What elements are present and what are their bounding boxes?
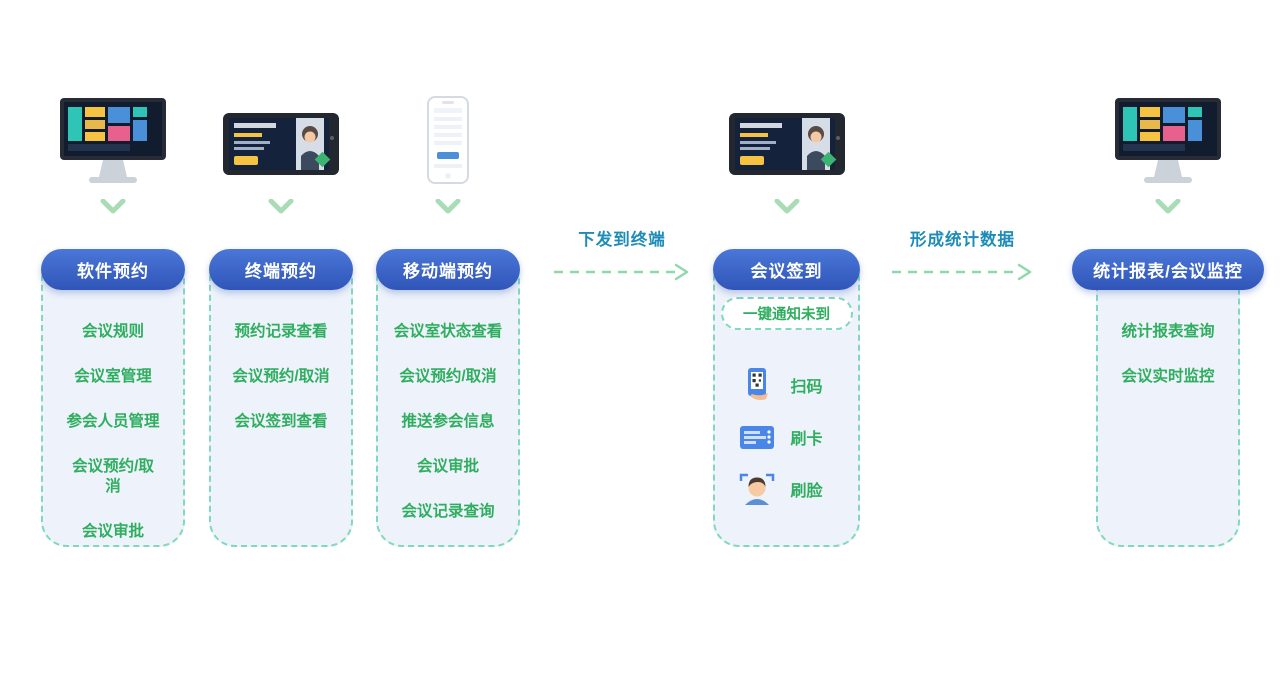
- dashed-arrow-right-icon: [552, 263, 692, 285]
- column-software-booking: 软件预约 会议规则 会议室管理 参会人员管理 会议预约/取消 会议审批: [41, 93, 185, 547]
- card-swipe-icon: [737, 422, 777, 452]
- terminal-booking-header: 终端预约: [209, 249, 353, 290]
- arrow-down-icon: [435, 198, 461, 222]
- list-item: 统计报表查询: [1121, 323, 1215, 340]
- software-booking-panel: [41, 253, 185, 547]
- list-item: 会议实时监控: [1121, 368, 1215, 385]
- statistics-items: 统计报表查询 会议实时监控: [1096, 322, 1240, 387]
- list-item: 会议签到查看: [234, 413, 328, 430]
- checkin-method-card: 刷卡: [737, 415, 837, 459]
- qr-scan-icon: [737, 367, 777, 403]
- notify-absent-badge: 一键通知未到: [720, 297, 853, 330]
- flow-arrow-to-statistics: 形成统计数据: [890, 226, 1035, 286]
- statistics-header: 统计报表/会议监控: [1072, 249, 1264, 290]
- statistics-panel: [1096, 253, 1240, 547]
- arrow-down-icon: [268, 198, 294, 222]
- checkin-method-label: 刷脸: [790, 483, 823, 500]
- face-scan-icon: [737, 472, 777, 506]
- column-meeting-checkin: 会议签到 一键通知未到 扫码: [713, 93, 860, 547]
- flow-arrow-label: 下发到终端: [578, 231, 666, 249]
- terminal-booking-panel: [209, 253, 353, 547]
- checkin-method-scan: 扫码: [737, 363, 837, 407]
- list-item: 推送参会信息: [401, 413, 495, 430]
- checkin-method-label: 扫码: [790, 379, 823, 396]
- desktop-monitor-icon: [1114, 97, 1222, 194]
- terminal-tablet-icon: [728, 112, 846, 181]
- mobile-phone-icon: [427, 96, 469, 189]
- software-booking-items: 会议规则 会议室管理 参会人员管理 会议预约/取消 会议审批: [41, 322, 185, 542]
- checkin-method-label: 刷卡: [790, 431, 823, 448]
- arrow-down-icon: [1155, 198, 1181, 222]
- column-statistics-monitoring: 统计报表/会议监控 统计报表查询 会议实时监控: [1072, 93, 1264, 547]
- dashed-arrow-right-icon: [890, 263, 1035, 285]
- flow-arrow-label: 形成统计数据: [910, 231, 1015, 249]
- list-item: 参会人员管理: [66, 413, 160, 430]
- list-item: 会议规则: [81, 323, 144, 340]
- mobile-booking-items: 会议室状态查看 会议预约/取消 推送参会信息 会议审批 会议记录查询: [376, 322, 520, 522]
- arrow-down-icon: [774, 198, 800, 222]
- list-item: 会议审批: [416, 458, 479, 475]
- desktop-monitor-icon: [59, 97, 167, 194]
- checkin-methods: 扫码 刷卡: [713, 363, 860, 511]
- list-item: 预约记录查看: [234, 323, 328, 340]
- terminal-booking-items: 预约记录查看 会议预约/取消 会议签到查看: [209, 322, 353, 432]
- list-item: 会议室状态查看: [393, 323, 503, 340]
- arrow-down-icon: [100, 198, 126, 222]
- list-item: 会议记录查询: [401, 503, 495, 520]
- flow-arrow-to-terminal: 下发到终端: [552, 226, 692, 286]
- software-booking-header: 软件预约: [41, 249, 185, 290]
- mobile-booking-header: 移动端预约: [376, 249, 520, 290]
- checkin-method-face: 刷脸: [737, 467, 837, 511]
- list-item: 会议预约/取消: [399, 368, 497, 385]
- list-item: 会议预约/取消: [72, 458, 154, 495]
- meeting-checkin-header: 会议签到: [713, 249, 860, 290]
- list-item: 会议审批: [81, 523, 144, 540]
- terminal-tablet-icon: [222, 112, 340, 181]
- column-mobile-booking: 移动端预约 会议室状态查看 会议预约/取消 推送参会信息 会议审批 会议记录查询: [376, 93, 520, 547]
- column-terminal-booking: 终端预约 预约记录查看 会议预约/取消 会议签到查看: [209, 93, 353, 547]
- list-item: 会议室管理: [74, 368, 152, 385]
- list-item: 会议预约/取消: [232, 368, 330, 385]
